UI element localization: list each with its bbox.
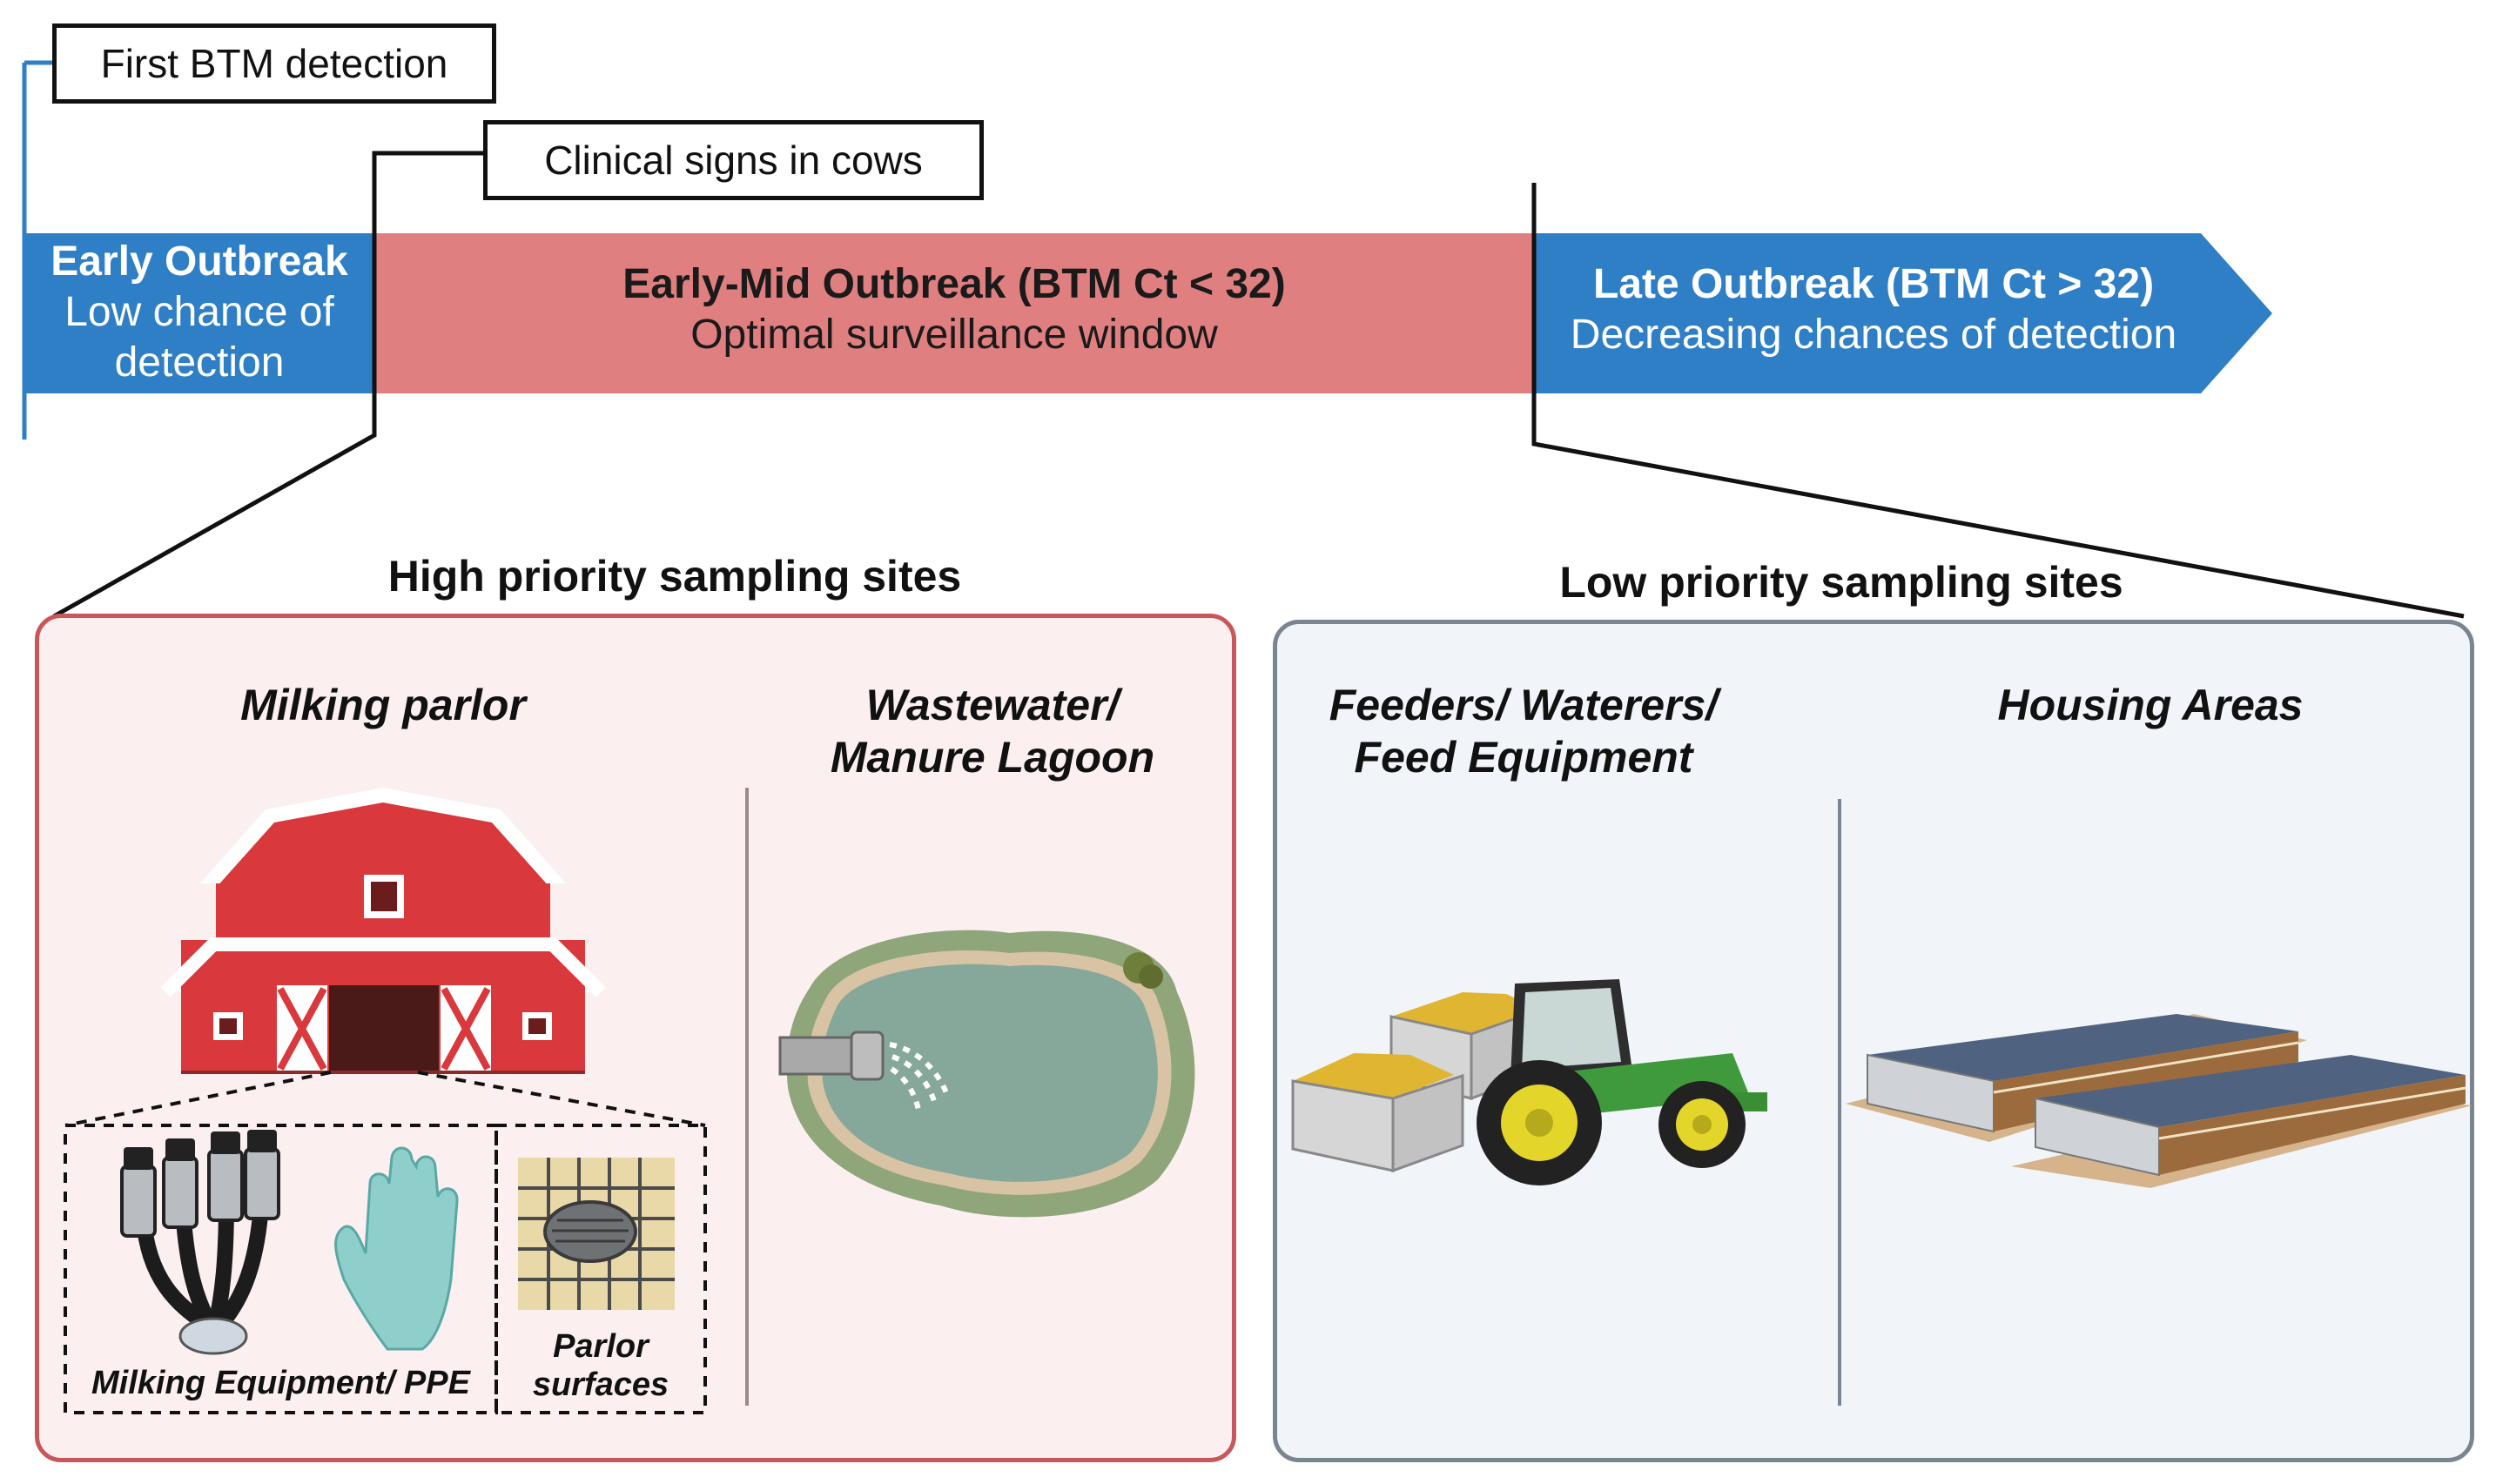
early-outbreak-line1: Low chance of <box>64 289 334 335</box>
parlor-line1: Parlor <box>553 1328 649 1365</box>
early-mid-outbreak-title: Early-Mid Outbreak (BTM Ct < 32) <box>622 261 1286 307</box>
milking-parlor-label: Milking parlor <box>240 681 526 729</box>
housing-barns-icon <box>1846 1014 2472 1188</box>
lagoon-icon <box>778 930 1195 1218</box>
early-mid-outbreak-band <box>374 233 1534 393</box>
parlor-surfaces-label: Parlor surfaces <box>505 1327 696 1404</box>
barn-icon <box>160 788 606 1074</box>
parlor-line2: surfaces <box>532 1366 669 1403</box>
high-priority-title: High priority sampling sites <box>387 552 962 601</box>
early-outbreak-band <box>24 233 374 393</box>
early-mid-outbreak-text: Early-Mid Outbreak (BTM Ct < 32) Optimal… <box>374 259 1534 360</box>
late-outbreak-title: Late Outbreak (BTM Ct > 32) <box>1592 261 2155 307</box>
late-outbreak-arrow <box>1534 233 2272 393</box>
wastewater-line2: Manure Lagoon <box>830 733 1155 782</box>
first-btm-detection-callout: First BTM detection <box>52 24 496 104</box>
feeders-label: Feeders/ Waterers/ Feed Equipment <box>1280 679 1767 783</box>
wastewater-line1: Wastewater/ <box>865 681 1120 729</box>
wastewater-label: Wastewater/ Manure Lagoon <box>766 679 1219 783</box>
clinical-signs-label: Clinical signs in cows <box>544 138 923 183</box>
clinical-signs-connector <box>52 151 483 619</box>
feeders-line1: Feeders/ Waterers/ <box>1329 681 1719 729</box>
late-outbreak-subtitle: Decreasing chances of detection <box>1570 312 2177 358</box>
late-outbreak-connector <box>1531 183 2465 619</box>
tractor-icon <box>1291 979 1767 1185</box>
parlor-floor-icon <box>518 1158 675 1310</box>
early-outbreak-title: Early Outbreak <box>50 238 348 285</box>
early-outbreak-text: Early Outbreak Low chance of detection <box>24 237 374 388</box>
clinical-signs-callout: Clinical signs in cows <box>483 120 984 200</box>
milking-claw-icon <box>120 1130 280 1355</box>
late-outbreak-text: Late Outbreak (BTM Ct > 32) Decreasing c… <box>1534 259 2213 360</box>
low-priority-title: Low priority sampling sites <box>1559 558 2123 607</box>
feeders-line2: Feed Equipment <box>1354 733 1693 782</box>
first-btm-detection-label: First BTM detection <box>100 41 448 86</box>
early-outbreak-line2: detection <box>114 339 285 386</box>
milking-equipment-label: Milking Equipment/ PPE <box>91 1365 470 1401</box>
parlor-surfaces-box <box>494 1124 707 1414</box>
glove-icon <box>334 1146 459 1351</box>
housing-areas-label: Housing Areas <box>1997 681 2304 729</box>
early-mid-outbreak-subtitle: Optimal surveillance window <box>690 312 1218 358</box>
